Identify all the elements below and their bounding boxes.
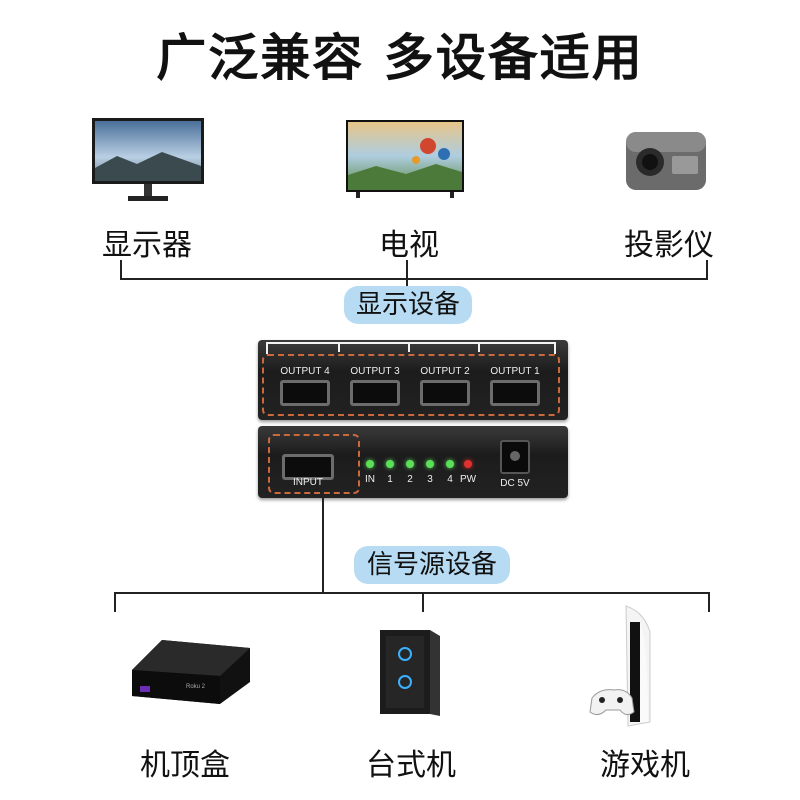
bracket-tick — [706, 260, 708, 280]
hdmi-output-port-3 — [350, 380, 400, 406]
source-label-console: 游戏机 — [600, 748, 690, 783]
led-label-1: 1 — [387, 474, 393, 485]
game-console-icon — [586, 602, 682, 730]
input-dashed-frame — [268, 434, 360, 494]
output-label-4: OUTPUT 4 — [280, 366, 330, 377]
led-label-pw: PW — [459, 474, 477, 485]
bracket-tick — [338, 342, 340, 352]
hdmi-input-port — [282, 454, 334, 480]
led-3 — [426, 460, 434, 468]
led-pw — [464, 460, 472, 468]
svg-text:Roku 2: Roku 2 — [186, 684, 206, 690]
bracket-tick — [406, 260, 408, 280]
display-label-monitor: 显示器 — [102, 228, 192, 263]
bracket-tick — [422, 592, 424, 612]
tv-icon — [346, 120, 464, 198]
output-label-3: OUTPUT 3 — [350, 366, 400, 377]
display-bracket-line — [120, 278, 708, 280]
source-label-desktop: 台式机 — [366, 748, 456, 783]
display-label-tv: 电视 — [379, 228, 439, 263]
output-label-2: OUTPUT 2 — [420, 366, 470, 377]
source-label-settopbox: 机顶盒 — [140, 748, 230, 783]
led-2 — [406, 460, 414, 468]
desktop-pc-icon — [372, 626, 444, 718]
display-label-projector: 投影仪 — [624, 228, 714, 263]
output-bracket — [266, 342, 556, 354]
bracket-tick — [120, 260, 122, 280]
set-top-box-icon: Roku 2 — [122, 630, 260, 706]
led-4 — [446, 460, 454, 468]
input-label: INPUT — [293, 477, 323, 488]
output-label-1: OUTPUT 1 — [490, 366, 540, 377]
bracket-tick — [478, 342, 480, 352]
bracket-tick — [114, 592, 116, 612]
led-label-4: 4 — [447, 474, 453, 485]
bracket-tick — [408, 342, 410, 352]
bracket-stem — [406, 278, 408, 290]
hdmi-output-port-4 — [280, 380, 330, 406]
output-dashed-frame — [262, 354, 560, 416]
led-1 — [386, 460, 394, 468]
led-label-3: 3 — [427, 474, 433, 485]
led-label-in: IN — [365, 474, 375, 485]
led-label-2: 2 — [407, 474, 413, 485]
hdmi-output-port-2 — [420, 380, 470, 406]
power-label: DC 5V — [500, 478, 530, 489]
dc-power-jack — [500, 440, 530, 474]
page-title: 广泛兼容 多设备适用 — [156, 29, 644, 87]
bracket-tick — [708, 592, 710, 612]
source-bracket-line — [114, 592, 710, 594]
monitor-icon — [92, 118, 204, 204]
hdmi-output-port-1 — [490, 380, 540, 406]
led-in — [366, 460, 374, 468]
source-stem — [322, 498, 324, 592]
display-group-label: 显示设备 — [344, 286, 472, 324]
projector-icon — [620, 126, 712, 194]
source-group-label: 信号源设备 — [354, 546, 510, 584]
